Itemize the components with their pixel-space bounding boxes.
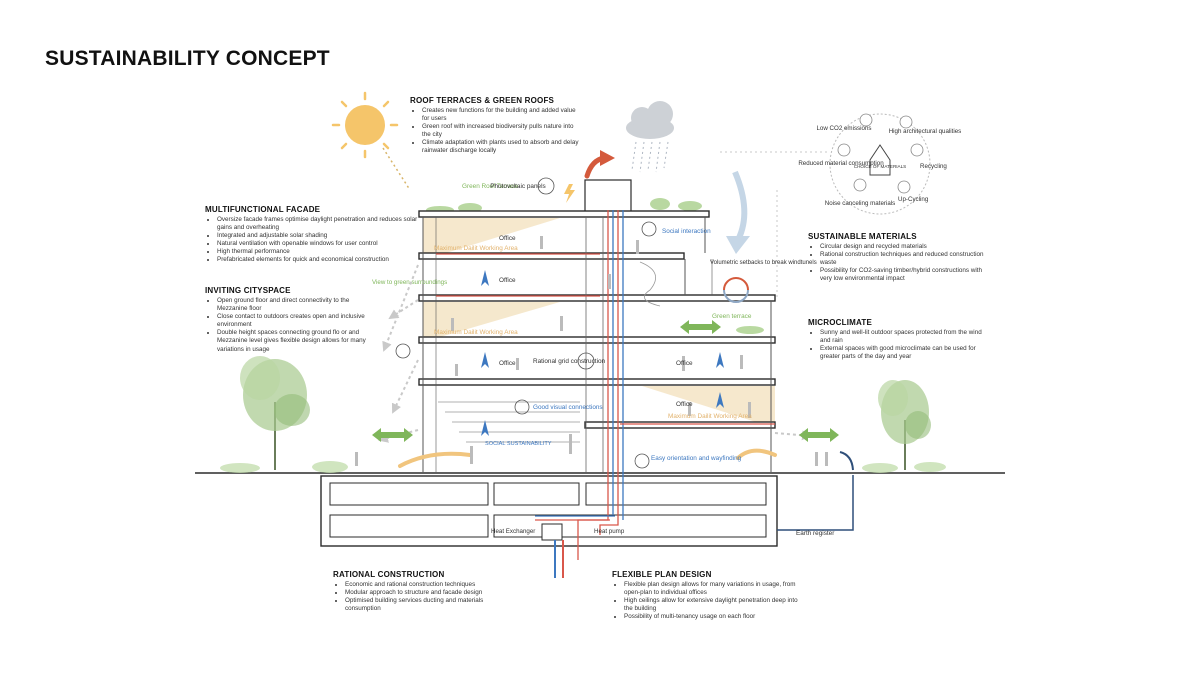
cityspace-section-title: INVITING CITYSPACE: [205, 286, 291, 295]
materials-wheel: [829, 113, 931, 215]
building-structure: [195, 179, 1005, 547]
label-social-sustainability: SOCIAL SUSTAINABILITY: [485, 441, 552, 447]
materials-bullet: Circular design and recycled materials: [820, 243, 990, 251]
facade-bullet: Oversize facade frames optimise daylight…: [217, 216, 422, 232]
rational-bullet: Optimised building services ducting and …: [345, 597, 510, 613]
facade-section-title: MULTIFUNCTIONAL FACADE: [205, 205, 321, 214]
roof-bullet: Creates new functions for the building a…: [422, 107, 582, 123]
lightning-icon: [564, 184, 575, 203]
roof-section-title: ROOF TERRACES & GREEN ROOFS: [410, 96, 555, 105]
roof-bullets: Creates new functions for the building a…: [413, 107, 582, 156]
rational-bullet: Modular approach to structure and facade…: [345, 589, 510, 597]
small-icons: [395, 177, 657, 469]
daylight-arrows: [398, 448, 777, 468]
cityspace-bullet: Open ground floor and direct connectivit…: [217, 297, 367, 313]
staircase: [438, 261, 661, 443]
service-pipes: [436, 210, 854, 578]
label-earth-register: Earth register: [796, 530, 835, 537]
facade-bullet: Prefabricated elements for quick and eco…: [217, 256, 422, 264]
ground-shrubs: [220, 461, 946, 473]
materials-section-title: SUSTAINABLE MATERIALS: [808, 232, 917, 241]
label-green-roof: Green Roof Terrace: [462, 183, 518, 190]
earth-arrow: [839, 451, 854, 471]
page-title: SUSTAINABILITY CONCEPT: [45, 47, 330, 70]
label-volumetric: Volumetric setbacks to break windtunels: [710, 260, 817, 266]
flexible-bullet: High ceilings allow for extensive daylig…: [624, 597, 799, 613]
wheel-label-noise: Noise canceling materials: [825, 200, 896, 207]
facade-bullets: Oversize facade frames optimise daylight…: [208, 216, 422, 265]
label-rational-grid: Rational grid construction: [533, 358, 606, 365]
label-max-daylit-2: Maximum Dailit Working Area: [434, 329, 518, 336]
wheel-label-architectural: High architectural qualities: [889, 128, 962, 135]
label-office-4: Office: [676, 360, 693, 367]
materials-bullet: Rational construction techniques and red…: [820, 251, 990, 267]
right-tree: [878, 380, 931, 470]
roof-bullet: Green roof with increased biodiversity p…: [422, 123, 582, 139]
people-figures: [355, 236, 828, 466]
microclimate-bullets: Sunny and well-lit outdoor spaces protec…: [811, 329, 985, 361]
label-office-3: Office: [499, 360, 516, 367]
rain-cloud-icon: [626, 101, 674, 173]
sun-icon: [331, 91, 411, 191]
label-view-green: View to green surroundings: [372, 279, 447, 286]
rational-bullets: Economic and rational construction techn…: [336, 581, 510, 613]
up-arrows: [481, 270, 724, 436]
label-heat-exchanger: Heat Exchanger: [491, 528, 535, 535]
microclimate-section-title: MICROCLIMATE: [808, 318, 873, 327]
cityspace-bullet: Double height spaces connecting ground f…: [217, 329, 367, 353]
label-office-5: Office: [676, 401, 693, 408]
label-max-daylit-1: Maximum Dailit Working Area: [434, 245, 518, 252]
flexible-bullet: Flexible plan design allows for many var…: [624, 581, 799, 597]
materials-bullets: Circular design and recycled materials R…: [811, 243, 990, 283]
label-heat-pump: Heat pump: [594, 528, 625, 535]
microclimate-bullet: External spaces with good microclimate c…: [820, 345, 985, 361]
wheel-center-label: CHOICE OF MATERIALS: [854, 164, 907, 169]
wheel-label-recycling: Recycling: [920, 163, 947, 170]
label-easy-orientation: Easy orientation and wayfinding: [651, 455, 742, 462]
rational-bullet: Economic and rational construction techn…: [345, 581, 510, 589]
flexible-bullet: Possibility of multi-tenancy usage on ea…: [624, 613, 799, 621]
rational-section-title: RATIONAL CONSTRUCTION: [333, 570, 445, 579]
microclimate-bullet: Sunny and well-lit outdoor spaces protec…: [820, 329, 985, 345]
daylight-zones: [423, 218, 775, 428]
label-office-1: Office: [499, 235, 516, 242]
label-office-2: Office: [499, 277, 516, 284]
wheel-label-upcycling: Up-Cycling: [898, 196, 929, 203]
heat-arrow-head: [600, 150, 615, 166]
wind-arrow: [732, 170, 748, 242]
recycle-circle-icon: [723, 277, 749, 303]
wheel-label-reduced: Reduced material consumption: [798, 160, 884, 167]
label-photovoltaic: Photovoltaic panels: [490, 183, 545, 190]
cityspace-bullet: Close contact to outdoors creates open a…: [217, 313, 367, 329]
label-social-interaction: Social interaction: [662, 228, 711, 235]
green-connection-arrows: [372, 320, 839, 442]
wind-arrow-head: [726, 236, 750, 254]
facade-bullet: Natural ventilation with openable window…: [217, 240, 422, 248]
facade-bullet: High thermal performance: [217, 248, 422, 256]
roof-bullet: Climate adaptation with plants used to a…: [422, 139, 582, 155]
label-max-daylit-3: Maximum Dailit Working Area: [668, 413, 752, 420]
cityspace-bullets: Open ground floor and direct connectivit…: [208, 297, 367, 354]
facade-bullet: Integrated and adjustable solar shading: [217, 232, 422, 240]
left-tree: [240, 356, 310, 470]
materials-bullet: Possibility for CO2-saving timber/hybrid…: [820, 267, 990, 283]
flexible-section-title: FLEXIBLE PLAN DESIGN: [612, 570, 712, 579]
label-good-visual: Good visual connections: [533, 404, 603, 411]
wheel-label-low-co2: Low CO2 emissions: [816, 125, 871, 132]
flexible-bullets: Flexible plan design allows for many var…: [615, 581, 799, 621]
label-green-terrace: Green terrace: [712, 313, 752, 320]
